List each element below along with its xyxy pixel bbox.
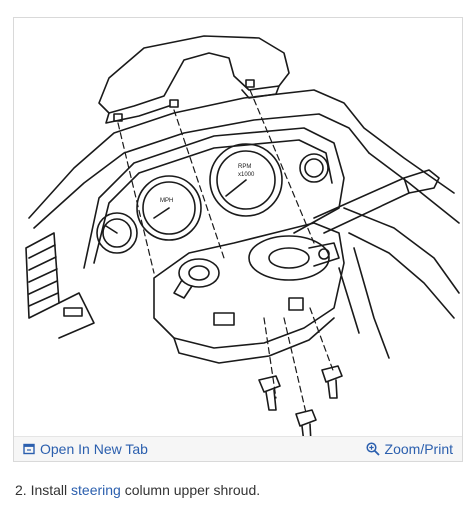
- steering-link[interactable]: steering: [71, 482, 121, 498]
- steering-column-shroud-illustration: MPH RPM x1000: [25, 35, 460, 436]
- viewer-toolbar: Open In New Tab Zoom/Print: [14, 436, 462, 461]
- step-instruction-suffix: column upper shroud.: [120, 482, 261, 498]
- shroud-screws: [258, 365, 343, 436]
- zoom-in-icon: [365, 442, 380, 456]
- speedometer-unit-text: MPH: [160, 198, 173, 204]
- zoom-print-label: Zoom/Print: [384, 441, 453, 457]
- image-viewer: MPH RPM x1000: [13, 17, 463, 462]
- open-in-new-tab-label: Open In New Tab: [40, 441, 148, 457]
- step-instruction: 2. Install steering column upper shroud.: [15, 482, 260, 498]
- zoom-print-button[interactable]: Zoom/Print: [365, 441, 453, 457]
- step-instruction-prefix: 2. Install: [15, 482, 72, 498]
- open-new-tab-icon: [23, 443, 35, 455]
- tachometer-unit-text: RPM: [238, 164, 251, 170]
- tachometer-scale-text: x1000: [238, 172, 255, 178]
- open-in-new-tab-button[interactable]: Open In New Tab: [23, 441, 148, 457]
- diagram-image[interactable]: MPH RPM x1000: [14, 18, 462, 436]
